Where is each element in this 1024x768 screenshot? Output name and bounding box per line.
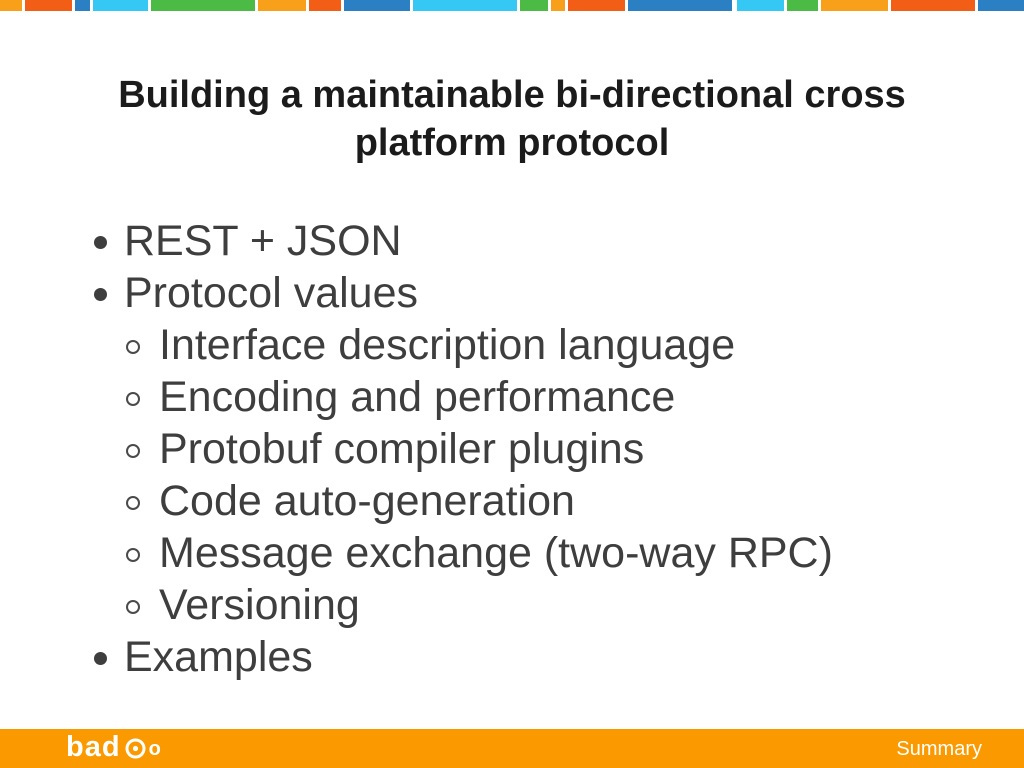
stripe-segment: [520, 0, 548, 11]
stripe-segment: [309, 0, 341, 11]
bullet-item-level2: Versioning: [0, 579, 1024, 631]
bullet-text: Message exchange (two-way RPC): [159, 529, 833, 577]
slide-title-line-2: platform protocol: [354, 122, 670, 164]
stripe-segment: [25, 0, 72, 11]
footer-section-label: Summary: [896, 737, 982, 760]
slide-title: Building a maintainable bi-directional c…: [0, 71, 1024, 167]
stripe-segment: [413, 0, 517, 11]
bullet-item-level1: Protocol values: [0, 267, 1024, 319]
stripe-segment: [737, 0, 784, 11]
bullet-item-level2: Encoding and performance: [0, 371, 1024, 423]
bullet-item-level1: REST + JSON: [0, 215, 1024, 267]
stripe-segment: [258, 0, 306, 11]
stripe-segment: [93, 0, 148, 11]
footer: bad o Summary: [0, 729, 1024, 768]
bullet-item-level2: Interface description language: [0, 319, 1024, 371]
bullet-item-level2: Code auto-generation: [0, 475, 1024, 527]
stripe-segment: [0, 0, 22, 11]
stripe-segment: [344, 0, 410, 11]
slide-title-line-1: Building a maintainable bi-directional c…: [118, 74, 906, 116]
bullet-text: Interface description language: [159, 321, 736, 369]
badoo-logo-text-o: o: [148, 737, 161, 760]
stripe-segment: [151, 0, 255, 11]
stripe-segment: [787, 0, 818, 11]
stripe-segment: [891, 0, 975, 11]
badoo-logo: bad o: [66, 731, 161, 763]
stripe-segment: [628, 0, 732, 11]
stripe-segment: [551, 0, 565, 11]
bullet-text: Examples: [124, 633, 313, 681]
bullet-text: Protocol values: [124, 269, 418, 317]
top-stripe: [0, 0, 1024, 11]
bullet-text: Encoding and performance: [159, 373, 676, 421]
bullet-text: REST + JSON: [124, 217, 402, 265]
bullet-item-level2: Message exchange (two-way RPC): [0, 527, 1024, 579]
badoo-logo-ring-icon: [125, 738, 146, 759]
stripe-segment: [75, 0, 90, 11]
bullet-item-level1: Examples: [0, 631, 1024, 683]
bullet-text: Versioning: [159, 581, 360, 629]
bullet-text: Code auto-generation: [159, 477, 575, 525]
stripe-segment: [568, 0, 625, 11]
stripe-segment: [978, 0, 1024, 11]
bullet-text: Protobuf compiler plugins: [159, 425, 645, 473]
badoo-logo-text-bad: bad: [66, 731, 121, 763]
bullet-item-level2: Protobuf compiler plugins: [0, 423, 1024, 475]
stripe-segment: [821, 0, 888, 11]
